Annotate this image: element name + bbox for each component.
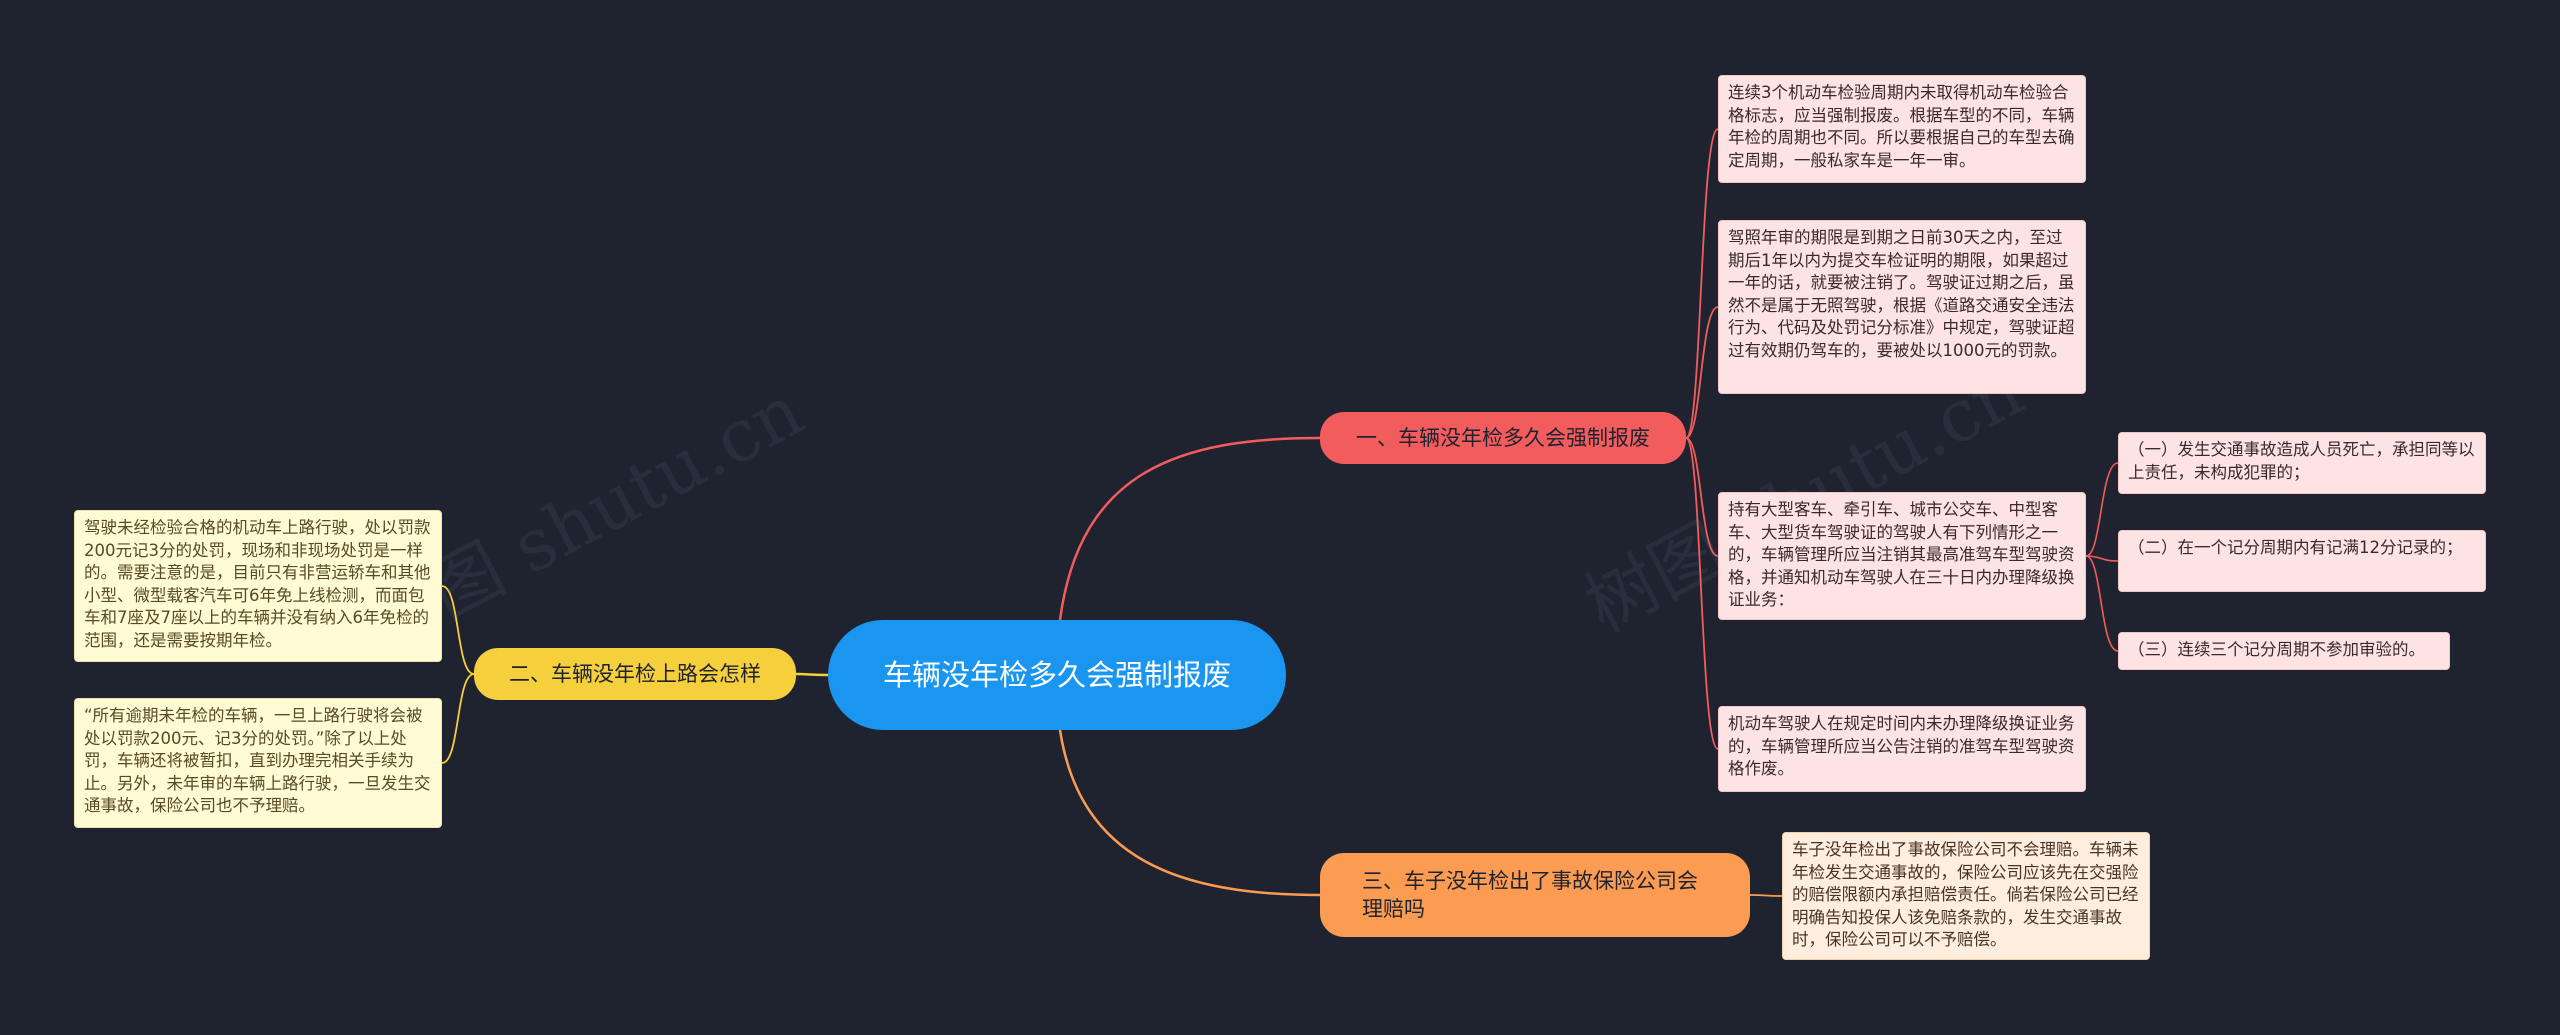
leaf-note[interactable]: 机动车驾驶人在规定时间内未办理降级换证业务的，车辆管理所应当公告注销的准驾车型驾…	[1718, 706, 2086, 792]
link-root-b1	[1058, 436, 1321, 621]
leaf-note-text: 机动车驾驶人在规定时间内未办理降级换证业务的，车辆管理所应当公告注销的准驾车型驾…	[1728, 714, 2075, 779]
leaf-note-text: “所有逾期未年检的车辆，一旦上路行驶将会被处以罚款200元、记3分的处罚。”除了…	[84, 706, 431, 816]
sub-leaf-note[interactable]: （一）发生交通事故造成人员死亡，承担同等以上责任，未构成犯罪的；	[2118, 432, 2486, 494]
link-b1-l3	[1685, 437, 1719, 557]
sub-leaf-note-text: （二）在一个记分周期内有记满12分记录的；	[2128, 538, 2463, 557]
leaf-note[interactable]: 车子没年检出了事故保险公司不会理赔。车辆未年检发生交通事故的，保险公司应该先在交…	[1782, 832, 2150, 960]
branch-topic-label: 三、车子没年检出了事故保险公司会理赔吗	[1362, 869, 1698, 921]
sub-leaf-note-text: （一）发生交通事故造成人员死亡，承担同等以上责任，未构成犯罪的；	[2128, 440, 2475, 482]
link-l3-s2	[2085, 555, 2119, 562]
branch-topic-1[interactable]: 一、车辆没年检多久会强制报废	[1320, 412, 1686, 464]
link-b1-l4	[1685, 437, 1719, 750]
link-b2-y2	[441, 673, 475, 764]
leaf-note[interactable]: “所有逾期未年检的车辆，一旦上路行驶将会被处以罚款200元、记3分的处罚。”除了…	[74, 698, 442, 828]
branch-topic-label: 二、车辆没年检上路会怎样	[509, 662, 761, 686]
leaf-note-text: 驾照年审的期限是到期之日前30天之内，至过期后1年以内为提交车检证明的期限，如果…	[1728, 228, 2075, 360]
link-root-b3	[1058, 729, 1321, 897]
sub-leaf-note[interactable]: （二）在一个记分周期内有记满12分记录的；	[2118, 530, 2486, 592]
branch-topic-label: 一、车辆没年检多久会强制报废	[1356, 426, 1650, 450]
leaf-note-text: 车子没年检出了事故保险公司不会理赔。车辆未年检发生交通事故的，保险公司应该先在交…	[1792, 840, 2139, 950]
link-root-b2	[795, 672, 829, 677]
sub-leaf-note-text: （三）连续三个记分周期不参加审验的。	[2128, 640, 2425, 659]
link-l3-s1	[2085, 462, 2119, 557]
leaf-note-text: 驾驶未经检验合格的机动车上路行驶，处以罚款200元记3分的处罚，现场和非现场处罚…	[84, 518, 431, 650]
root-topic-label: 车辆没年检多久会强制报废	[882, 658, 1231, 692]
branch-topic-2[interactable]: 二、车辆没年检上路会怎样	[474, 648, 796, 700]
link-l3-s3	[2085, 555, 2119, 652]
link-b1-l2	[1685, 306, 1719, 439]
leaf-note[interactable]: 驾驶未经检验合格的机动车上路行驶，处以罚款200元记3分的处罚，现场和非现场处罚…	[74, 510, 442, 662]
branch-topic-3[interactable]: 三、车子没年检出了事故保险公司会理赔吗	[1320, 853, 1750, 937]
leaf-note-text: 连续3个机动车检验周期内未取得机动车检验合格标志，应当强制报废。根据车型的不同，…	[1728, 83, 2075, 170]
sub-leaf-note[interactable]: （三）连续三个记分周期不参加审验的。	[2118, 632, 2450, 670]
link-b3-p1	[1749, 894, 1783, 897]
root-topic[interactable]: 车辆没年检多久会强制报废	[828, 620, 1286, 730]
leaf-note[interactable]: 连续3个机动车检验周期内未取得机动车检验合格标志，应当强制报废。根据车型的不同，…	[1718, 75, 2086, 183]
leaf-note-text: 持有大型客车、牵引车、城市公交车、中型客车、大型货车驾驶证的驾驶人有下列情形之一…	[1728, 500, 2075, 610]
leaf-note[interactable]: 驾照年审的期限是到期之日前30天之内，至过期后1年以内为提交车检证明的期限，如果…	[1718, 220, 2086, 394]
link-b1-l1	[1685, 128, 1719, 439]
link-b2-y1	[441, 585, 475, 675]
leaf-note[interactable]: 持有大型客车、牵引车、城市公交车、中型客车、大型货车驾驶证的驾驶人有下列情形之一…	[1718, 492, 2086, 620]
